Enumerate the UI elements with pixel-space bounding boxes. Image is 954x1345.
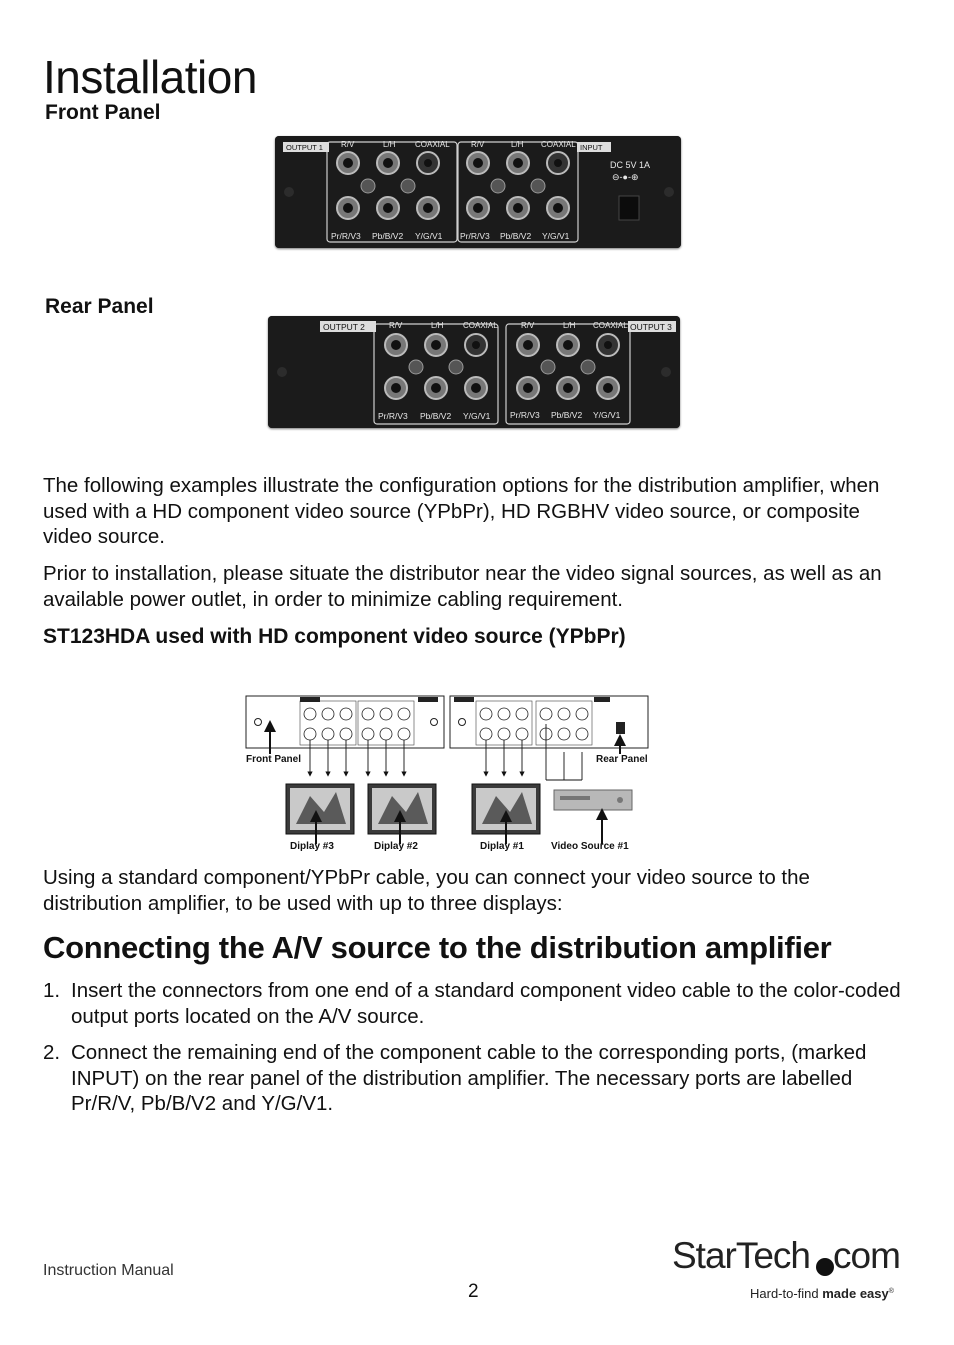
display-3-caption: Diplay #3 — [290, 841, 334, 852]
step-number: 1. — [43, 979, 61, 1002]
startech-logo: StarTech com Hard-to-find made easy® — [672, 1235, 901, 1301]
tagline-part: Hard-to-find — [750, 1286, 822, 1301]
front-panel-image: OUTPUT 1 INPUT R/V L/H COAXIAL R/V L/H C… — [275, 136, 681, 248]
power-rating-label: DC 5V 1A — [610, 160, 650, 170]
group-label: R/V — [521, 321, 535, 330]
intro-paragraph: The following examples illustrate the co… — [43, 474, 880, 548]
component-source-heading: ST123HDA used with HD component video so… — [43, 625, 626, 648]
group-label: L/H — [511, 140, 524, 149]
diagram-rear-panel-caption: Rear Panel — [596, 754, 648, 765]
port-label: Pb/B/V2 — [551, 410, 582, 420]
video-source-image — [553, 789, 633, 811]
port-label: Pr/R/V3 — [460, 231, 490, 241]
group-label: R/V — [341, 140, 355, 149]
rear-panel-image: OUTPUT 2 OUTPUT 3 R/V L/H COAXIAL R/V L/… — [268, 316, 680, 428]
polarity-symbol: ⊖-●-⊕ — [612, 172, 639, 182]
group-label: L/H — [383, 140, 396, 149]
group-label: L/H — [563, 321, 576, 330]
logo-wordmark: StarTech — [672, 1235, 810, 1276]
footer-manual-label: Instruction Manual — [43, 1262, 174, 1279]
output-2-label: OUTPUT 2 — [323, 322, 365, 332]
port-label: Pb/B/V2 — [372, 231, 403, 241]
port-label: Pr/R/V3 — [378, 411, 408, 421]
port-label: Y/G/V1 — [542, 231, 570, 241]
step-text: Connect the remaining end of the compone… — [71, 1041, 867, 1115]
output-1-label: OUTPUT 1 — [286, 143, 323, 152]
port-label: Pb/B/V2 — [500, 231, 531, 241]
diagram-front-panel-caption: Front Panel — [246, 754, 301, 765]
page-title: Installation — [43, 51, 257, 103]
logo-wordmark-suffix: com — [833, 1235, 900, 1276]
registered-mark: ® — [889, 1287, 895, 1295]
step-number: 2. — [43, 1041, 61, 1064]
port-label: Y/G/V1 — [463, 411, 491, 421]
connection-diagram: Front Panel Rear Panel — [245, 695, 649, 852]
section-heading: Connecting the A/V source to the distrib… — [43, 930, 832, 965]
group-label: R/V — [389, 321, 403, 330]
step-item: 2. Connect the remaining end of the comp… — [43, 1040, 913, 1117]
step-text: Insert the connectors from one end of a … — [71, 979, 901, 1028]
group-label: COAXIAL — [593, 321, 628, 330]
group-label: R/V — [471, 140, 485, 149]
display-2-image — [367, 783, 437, 835]
port-label: Y/G/V1 — [593, 410, 621, 420]
group-label: L/H — [431, 321, 444, 330]
port-label: Y/G/V1 — [415, 231, 443, 241]
front-panel-heading: Front Panel — [45, 101, 161, 124]
tagline-bold: made easy — [822, 1286, 889, 1301]
usage-paragraph: Using a standard component/YPbPr cable, … — [43, 866, 810, 915]
input-label: INPUT — [580, 143, 603, 152]
group-label: COAXIAL — [463, 321, 498, 330]
port-label: Pb/B/V2 — [420, 411, 451, 421]
output-3-label: OUTPUT 3 — [630, 322, 672, 332]
video-source-caption: Video Source #1 — [551, 841, 629, 852]
logo-dot — [816, 1258, 834, 1276]
step-item: 1. Insert the connectors from one end of… — [43, 978, 913, 1029]
display-1-caption: Diplay #1 — [480, 841, 524, 852]
group-label: COAXIAL — [415, 140, 450, 149]
rear-panel-heading: Rear Panel — [45, 295, 154, 318]
port-label: Pr/R/V3 — [510, 410, 540, 420]
display-3-image — [285, 783, 355, 835]
svg-text:Hard-to-find made easy®: Hard-to-find made easy® — [750, 1286, 895, 1301]
display-2-caption: Diplay #2 — [374, 841, 418, 852]
page-number: 2 — [468, 1281, 479, 1302]
installation-paragraph: Prior to installation, please situate th… — [43, 562, 882, 611]
port-label: Pr/R/V3 — [331, 231, 361, 241]
group-label: COAXIAL — [541, 140, 576, 149]
